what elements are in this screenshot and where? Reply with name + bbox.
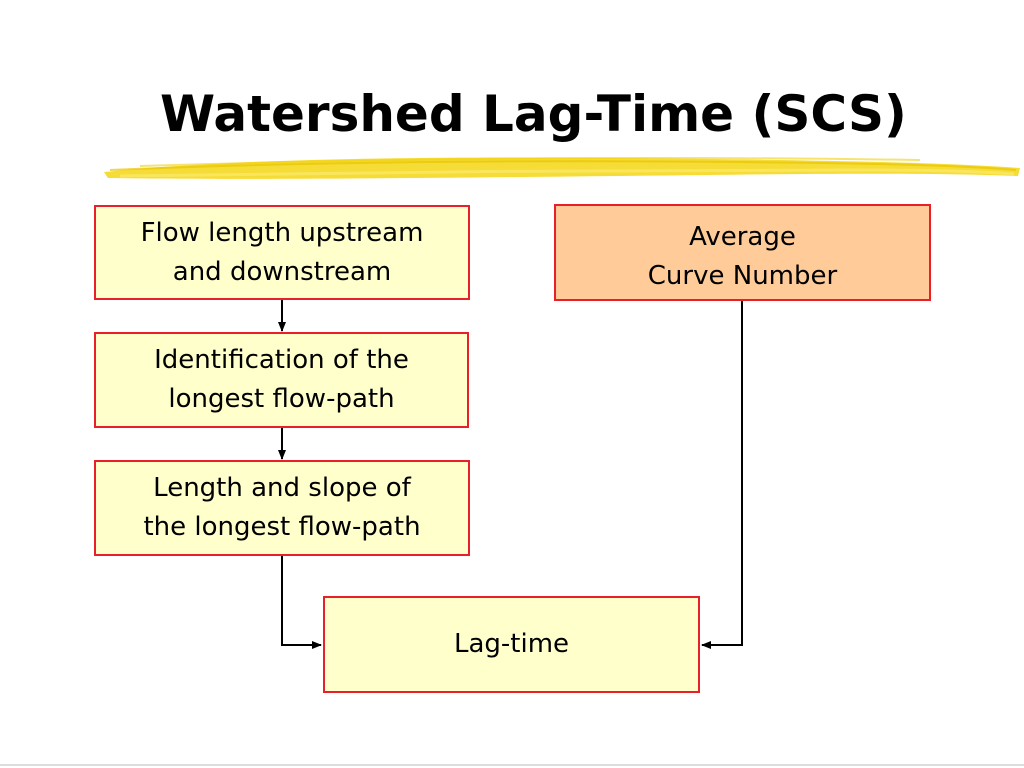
flow-length-label: Flow length upstream and downstream bbox=[140, 217, 424, 287]
average-curve-number-label: Average Curve Number bbox=[647, 222, 838, 291]
arrow-curve-number-to-lag-time bbox=[701, 301, 743, 649]
identify-flow-path-label: Identification of the longest flow-path bbox=[154, 345, 409, 414]
bottom-divider bbox=[0, 764, 1024, 766]
average-curve-number-box: Average Curve Number bbox=[554, 204, 931, 301]
length-slope-box: Length and slope of the longest flow-pat… bbox=[94, 460, 470, 556]
arrow-length-slope-to-lag-time bbox=[281, 556, 322, 649]
identify-flow-path-box: Identification of the longest flow-path bbox=[94, 332, 469, 428]
flow-length-box: Flow length upstream and downstream bbox=[94, 205, 470, 300]
slide-title: Watershed Lag-Time (SCS) bbox=[160, 85, 907, 143]
length-slope-label: Length and slope of the longest flow-pat… bbox=[143, 473, 421, 542]
lag-time-box: Lag-time bbox=[323, 596, 700, 693]
title-underline-stroke bbox=[104, 157, 1020, 179]
lag-time-label: Lag-time bbox=[453, 629, 570, 659]
